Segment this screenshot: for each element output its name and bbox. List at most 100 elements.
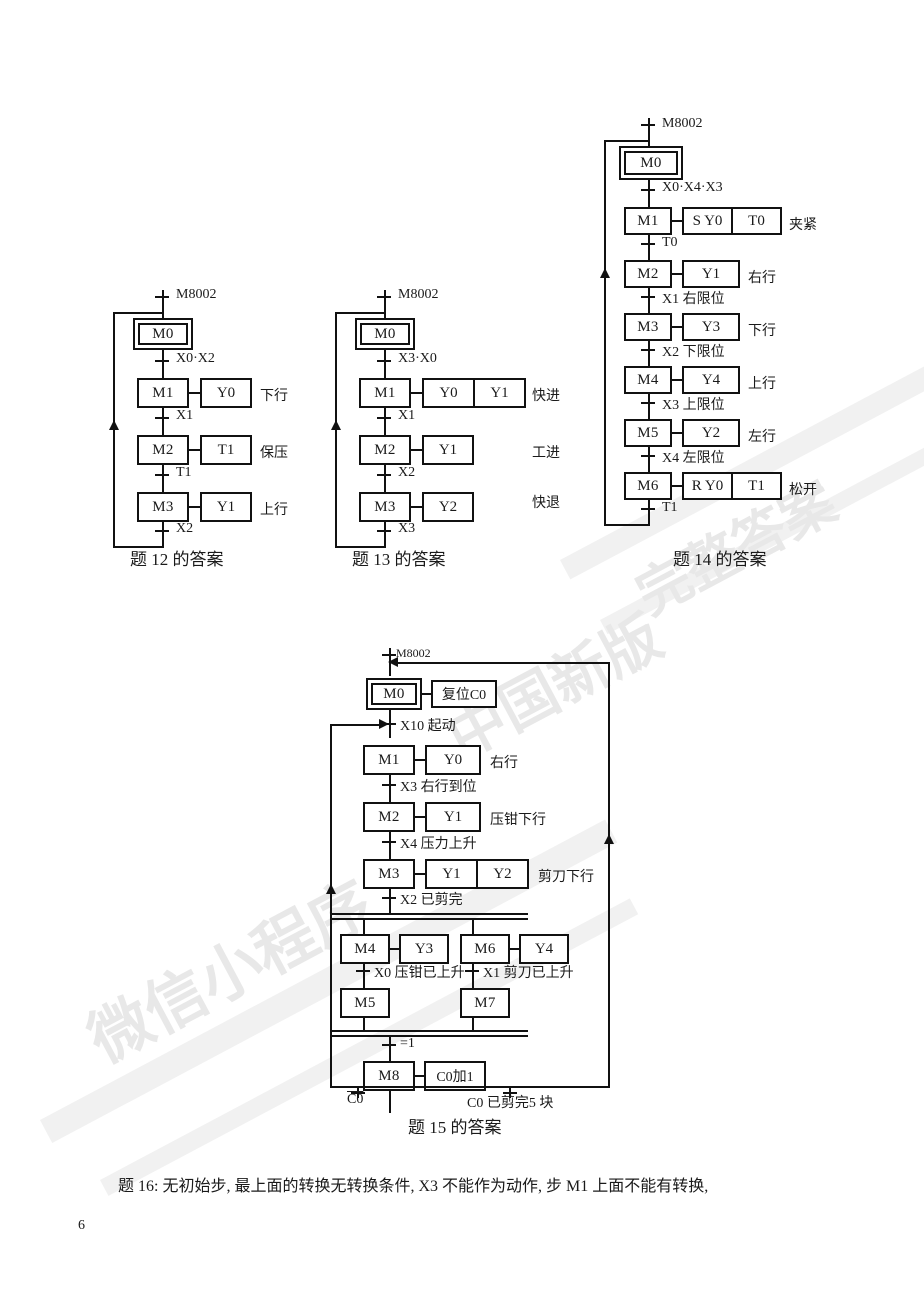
transition-tick: [155, 360, 169, 362]
parallel-convergence-bar: [332, 1030, 528, 1037]
step-m2[interactable]: M2: [363, 802, 415, 832]
step-m2[interactable]: M2: [359, 435, 411, 465]
action-link: [415, 816, 425, 818]
step-m6[interactable]: M6: [624, 472, 672, 500]
left-rail-top: [330, 724, 382, 726]
step-m4[interactable]: M4: [340, 934, 390, 964]
step-m1[interactable]: M1: [137, 378, 189, 408]
transition-tick: [377, 530, 391, 532]
action-cell: Y0: [439, 384, 458, 401]
action-box-m3[interactable]: Y2: [422, 492, 474, 522]
action-link: [411, 506, 422, 508]
step-m6[interactable]: M6: [460, 934, 510, 964]
action-cell: Y0: [443, 751, 463, 768]
transition-tick: [377, 360, 391, 362]
transition-tick: [641, 189, 655, 191]
right-rail-arrow-up-icon: [604, 834, 614, 844]
link: [389, 1037, 391, 1061]
sfc-diagram-13: M8002 M0 X3·X0 M1 Y0 Y1 快进 X1 M2 Y1 工进 X…: [0, 0, 560, 569]
action-box-m4[interactable]: Y3: [399, 934, 449, 964]
action-comment-m3: 快退: [532, 496, 560, 511]
action-comment-m2: 工进: [532, 446, 560, 461]
step-m3[interactable]: M3: [359, 492, 411, 522]
right-rail-arrow-icon: [388, 657, 398, 667]
transition-label: X3: [398, 521, 416, 536]
transition-tick: [641, 508, 655, 510]
action-link: [189, 506, 200, 508]
transition-tick: [377, 474, 391, 476]
transition-label: X3·X0: [398, 351, 437, 366]
link: [472, 1018, 474, 1030]
transition-label: X4 压力上升: [400, 837, 477, 852]
link: [363, 1018, 365, 1030]
transition-tick: [377, 296, 391, 298]
action-box-m2[interactable]: Y1: [425, 802, 481, 832]
link: [162, 465, 164, 492]
action-box-m2[interactable]: Y1: [422, 435, 474, 465]
transition-label-start: X10 起动: [400, 719, 456, 734]
action-box-m3[interactable]: Y1: [200, 492, 252, 522]
action-cell: T1: [731, 474, 780, 498]
step-m0[interactable]: M0: [355, 318, 415, 350]
action-box-m1[interactable]: S Y0 T0: [682, 207, 782, 235]
transition-label-right: X1 剪刀已上升: [483, 966, 574, 981]
transition-label: X2 已剪完: [400, 893, 463, 908]
step-m7[interactable]: M7: [460, 988, 510, 1018]
transition-tick: [641, 124, 655, 126]
action-comment-m2: 保压: [260, 446, 288, 461]
step-m0[interactable]: M0: [619, 146, 683, 180]
action-link: [672, 485, 682, 487]
transition-label-merge: =1: [400, 1036, 415, 1051]
action-box-m1[interactable]: Y0 Y1: [422, 378, 526, 408]
transition-label: X0·X4·X3: [662, 180, 723, 195]
return-rail-left: [113, 312, 115, 548]
action-box-m3[interactable]: Y3: [682, 313, 740, 341]
action-comment-m2: 右行: [748, 271, 776, 286]
action-box-m2[interactable]: Y1: [682, 260, 740, 288]
action-box-m1[interactable]: Y0: [425, 745, 481, 775]
transition-tick: [155, 530, 169, 532]
action-comment-m6: 松开: [789, 483, 817, 498]
link: [162, 408, 164, 435]
link-top: [648, 118, 650, 146]
step-m5[interactable]: M5: [340, 988, 390, 1018]
step-m3[interactable]: M3: [363, 859, 415, 889]
action-box-m2[interactable]: T1: [200, 435, 252, 465]
return-rail-top: [113, 312, 163, 314]
step-m1[interactable]: M1: [363, 745, 415, 775]
action-comment-m1: 下行: [260, 389, 288, 404]
action-box-m6[interactable]: R Y0 T1: [682, 472, 782, 500]
step-m1[interactable]: M1: [359, 378, 411, 408]
step-m2[interactable]: M2: [137, 435, 189, 465]
action-cell: Y2: [476, 861, 527, 887]
step-m3[interactable]: M3: [137, 492, 189, 522]
step-m0[interactable]: M0: [133, 318, 193, 350]
step-m1[interactable]: M1: [624, 207, 672, 235]
action-box-m0[interactable]: 复位C0: [431, 680, 497, 708]
action-link: [422, 693, 431, 695]
link: [472, 964, 474, 988]
return-arrow-icon: [331, 420, 341, 430]
action-box-m3[interactable]: Y1 Y2: [425, 859, 529, 889]
action-cell: Y1: [438, 441, 458, 458]
action-box-m1[interactable]: Y0: [200, 378, 252, 408]
return-rail-left: [335, 312, 337, 548]
action-cell: Y2: [438, 498, 458, 515]
transition-label: X2: [398, 465, 416, 480]
transition-label-m8002: M8002: [396, 646, 431, 660]
action-link: [672, 326, 682, 328]
step-m0[interactable]: M0: [366, 678, 422, 710]
link-top: [384, 290, 386, 318]
step-m3[interactable]: M3: [624, 313, 672, 341]
step-m0-label: M0: [138, 323, 188, 345]
action-comment-m1: 快进: [532, 389, 560, 404]
transition-label: T1: [662, 500, 678, 515]
action-link: [672, 220, 682, 222]
action-box-m6[interactable]: Y4: [519, 934, 569, 964]
branch-link-right: [472, 920, 474, 934]
action-link: [411, 392, 422, 394]
step-m2[interactable]: M2: [624, 260, 672, 288]
page-number: 6: [78, 1218, 85, 1233]
transition-label: X0·X2: [176, 351, 215, 366]
transition-label: T0: [662, 235, 678, 250]
